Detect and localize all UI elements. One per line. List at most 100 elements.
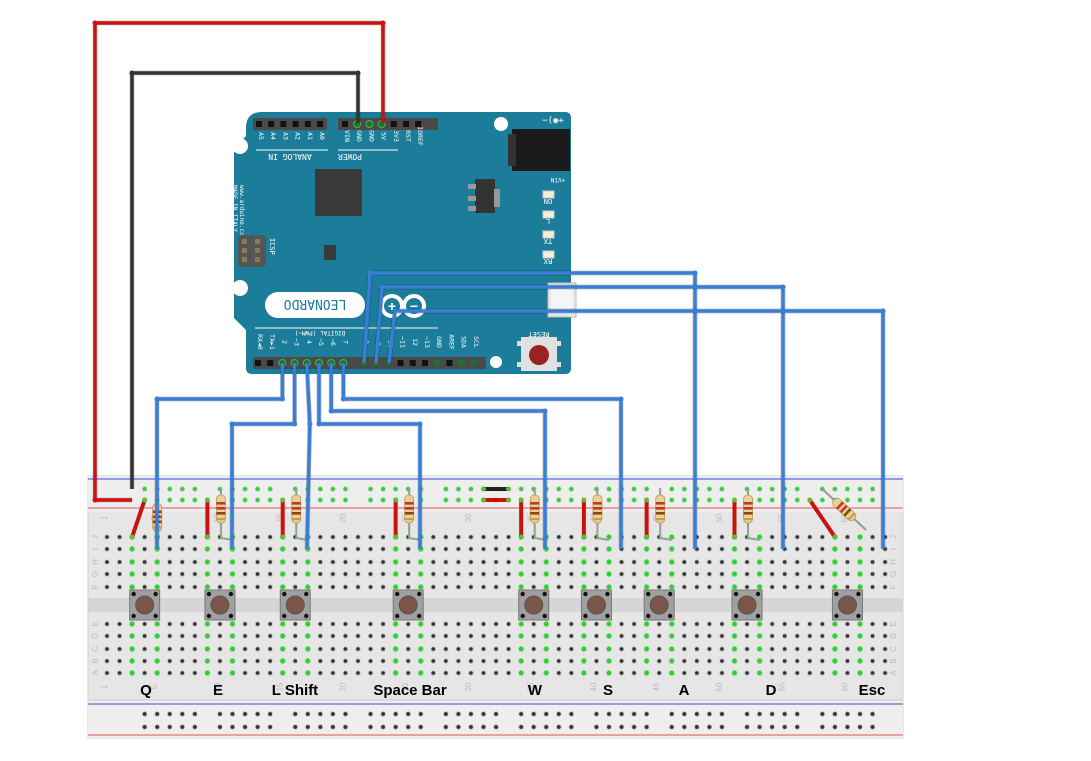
- resistor-band: [655, 507, 665, 510]
- header-pin[interactable]: [378, 121, 385, 127]
- header-pin[interactable]: [256, 121, 262, 127]
- wire-pin3-e[interactable]: [229, 363, 298, 549]
- rail-hole: [869, 711, 876, 717]
- wire-gnd[interactable]: [129, 70, 361, 490]
- push-button-d[interactable]: [731, 589, 763, 621]
- jumper-wire[interactable]: [280, 497, 286, 540]
- breadboard-hole: [179, 584, 185, 590]
- resistor[interactable]: [291, 488, 302, 530]
- header-pin[interactable]: [458, 360, 465, 366]
- button-cap[interactable]: [398, 595, 418, 615]
- button-cap[interactable]: [586, 595, 606, 615]
- breadboard-hole: [568, 646, 574, 652]
- header-pin[interactable]: [403, 121, 409, 127]
- header-pin[interactable]: [422, 360, 428, 366]
- wire-pin8-a[interactable]: [361, 270, 698, 550]
- voltage-regulator: [475, 179, 495, 213]
- breadboard-hole: [593, 621, 600, 627]
- jumper-wire[interactable]: [204, 497, 210, 540]
- header-pin[interactable]: [470, 360, 477, 366]
- button-cap[interactable]: [524, 595, 544, 615]
- resistor-band: [216, 512, 226, 515]
- resistor-band: [655, 502, 665, 505]
- header-pin[interactable]: [268, 121, 275, 127]
- jumper-wire[interactable]: [732, 497, 737, 540]
- resistor[interactable]: [529, 488, 540, 530]
- wire-pin9-d[interactable]: [373, 284, 786, 550]
- breadboard-hole: [505, 559, 512, 565]
- header-pin[interactable]: [390, 121, 397, 127]
- button-pin: [542, 613, 547, 619]
- button-cap[interactable]: [737, 595, 757, 615]
- header-pin[interactable]: [342, 121, 348, 127]
- resistor[interactable]: [743, 488, 753, 530]
- breadboard-hole: [355, 584, 361, 590]
- breadboard-hole: [255, 559, 261, 565]
- wire-pin5-space[interactable]: [316, 363, 423, 549]
- breadboard-hole: [756, 658, 763, 665]
- jumper-wire[interactable]: [581, 497, 587, 540]
- jumper-wire[interactable]: [518, 497, 524, 540]
- button-cap[interactable]: [285, 595, 305, 615]
- jumper-wire[interactable]: [807, 497, 838, 540]
- push-button-q[interactable]: [129, 589, 161, 621]
- header-pin[interactable]: [446, 360, 453, 366]
- wire-bend: [279, 396, 285, 402]
- resistor[interactable]: [216, 488, 226, 530]
- header-pin[interactable]: [280, 121, 287, 127]
- rail-hole: [330, 486, 336, 492]
- wire-5v[interactable]: [92, 20, 386, 503]
- resistor[interactable]: [655, 488, 666, 530]
- header-pin[interactable]: [255, 360, 261, 366]
- button-cap[interactable]: [210, 595, 230, 615]
- wire-pin6-w[interactable]: [328, 363, 548, 549]
- resistor[interactable]: [821, 488, 867, 531]
- header-pin[interactable]: [317, 121, 323, 127]
- push-button-w[interactable]: [518, 589, 550, 621]
- breadboard-hole: [556, 658, 562, 664]
- jumper-wire[interactable]: [393, 497, 399, 540]
- push-button-e[interactable]: [204, 589, 236, 621]
- push-button-space-bar[interactable]: [392, 589, 424, 621]
- wire-pin10-esc[interactable]: [386, 308, 886, 550]
- column-number: 15: [276, 513, 285, 522]
- breadboard-hole: [380, 658, 386, 664]
- resistor[interactable]: [592, 488, 603, 530]
- breadboard-hole: [831, 546, 838, 553]
- header-pin[interactable]: [434, 360, 441, 366]
- header-pin[interactable]: [385, 360, 392, 366]
- jumper-wire[interactable]: [644, 497, 650, 540]
- push-button-l-shift[interactable]: [279, 589, 311, 621]
- header-pin[interactable]: [267, 360, 274, 366]
- header-pin[interactable]: [354, 121, 361, 127]
- push-button-esc[interactable]: [831, 589, 863, 621]
- header-pin[interactable]: [397, 360, 404, 366]
- header-pin[interactable]: [304, 121, 311, 127]
- wire-pin2-q[interactable]: [154, 363, 285, 549]
- resistor-band: [216, 507, 226, 510]
- jumper-wire[interactable]: [481, 486, 512, 492]
- breadboard-hole: [179, 534, 185, 540]
- breadboard-hole: [668, 670, 675, 677]
- jumper-wire[interactable]: [481, 497, 512, 503]
- breadboard-hole: [392, 658, 399, 665]
- breadboard-hole: [192, 559, 198, 565]
- wire-pin4-lshift[interactable]: [304, 362, 313, 550]
- breadboard-hole: [405, 633, 411, 639]
- breadboard-hole: [580, 670, 587, 677]
- breadboard-hole: [468, 571, 474, 577]
- wire-pin7-s[interactable]: [340, 363, 624, 549]
- push-button-a[interactable]: [643, 589, 675, 621]
- header-pin[interactable]: [415, 121, 422, 127]
- button-cap[interactable]: [649, 595, 669, 615]
- resistor[interactable]: [404, 488, 415, 530]
- jumper-wire[interactable]: [129, 497, 148, 540]
- header-pin[interactable]: [366, 121, 373, 127]
- push-button-s[interactable]: [580, 589, 612, 621]
- button-cap[interactable]: [135, 595, 155, 615]
- header-pin[interactable]: [409, 360, 416, 366]
- header-pin[interactable]: [292, 121, 299, 127]
- button-cap[interactable]: [837, 595, 857, 615]
